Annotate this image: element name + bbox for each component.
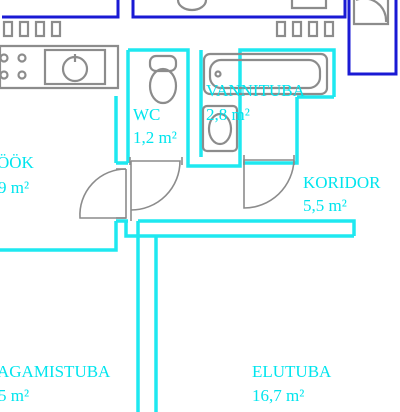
cabinet-icon: [290, 0, 328, 10]
round-fixture-icon: [176, 0, 208, 12]
toilet-icon: [148, 54, 178, 105]
stove-icon: [0, 53, 27, 80]
kitchen-counter: [0, 44, 120, 90]
wc-door: [129, 157, 183, 221]
kitchen-door: [79, 168, 127, 219]
fridge-icon: [352, 0, 390, 26]
radiator-icon: [275, 20, 335, 38]
room-area-bathroom: 2,8 m²: [206, 105, 250, 124]
room-name-wc: WC: [133, 105, 160, 124]
room-name-kitchen: ÖÖK: [0, 153, 35, 172]
room-name-living-room: ELUTUBA: [252, 362, 332, 381]
room-area-living-room: 16,7 m²: [252, 386, 304, 405]
exterior-walls: [2, 0, 398, 76]
bathtub-icon: [202, 52, 329, 96]
radiator-icon: [2, 20, 62, 38]
room-area-kitchen: 9 m²: [0, 178, 29, 197]
room-area-bedroom: 5 m²: [0, 386, 29, 405]
bathroom-sink-icon: [201, 104, 239, 153]
room-name-bathroom: VANNITUBA: [206, 81, 306, 100]
bathroom-door: [243, 155, 295, 209]
room-area-wc: 1,2 m²: [133, 128, 177, 147]
interior-walls: [0, 48, 356, 412]
room-area-corridor: 5,5 m²: [303, 196, 347, 215]
room-name-corridor: KORIDOR: [303, 173, 381, 192]
kitchen-sink-icon: [43, 48, 107, 86]
room-name-bedroom: AGAMISTUBA: [0, 362, 111, 381]
